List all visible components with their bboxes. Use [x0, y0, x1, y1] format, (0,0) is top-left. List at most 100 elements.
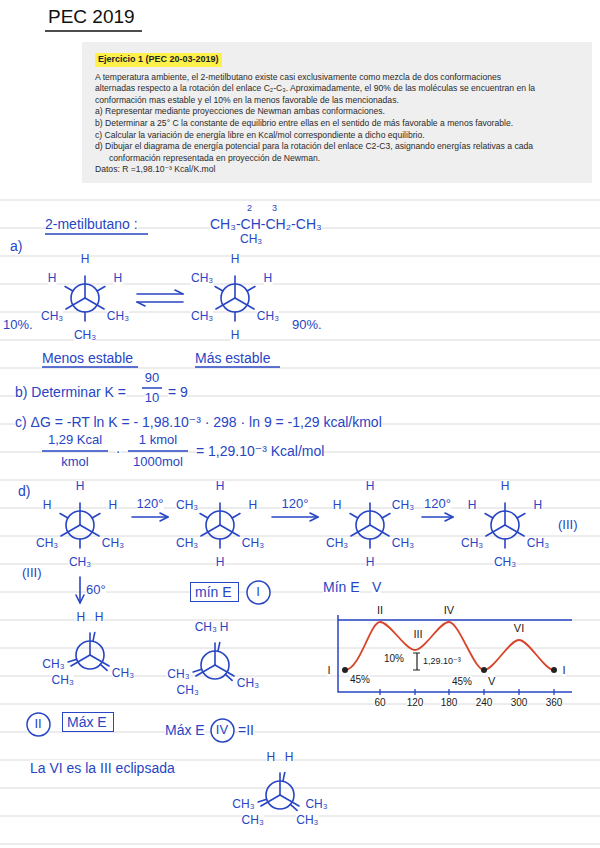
circle-shape: [211, 719, 234, 742]
energy-diagram: [338, 615, 572, 695]
label-anchor: H: [81, 253, 90, 267]
chart-ticks: [380, 689, 554, 695]
label-anchor: 10: [145, 391, 159, 406]
circle-shape: [247, 581, 270, 604]
newman-projection: HHCH₃CH₃CH₃: [40, 605, 140, 705]
exercise-text: d) Dibujar el diagrama de energía potenc…: [95, 141, 554, 164]
label-anchor: 240: [476, 697, 493, 709]
substituent-label: H: [249, 499, 258, 513]
label-anchor: H: [109, 499, 118, 513]
connector-stroke: [132, 516, 168, 518]
conformer-number: (III): [22, 566, 42, 581]
back-bond: [258, 799, 267, 802]
substituent-label: H: [266, 751, 275, 765]
item-letter: a): [10, 238, 22, 254]
boxed-text: mín E: [195, 584, 234, 600]
connector-stroke: [175, 290, 183, 294]
front-bond: [235, 298, 254, 309]
substituent-label: CH₃: [296, 814, 318, 828]
label-anchor: 60°: [86, 583, 106, 598]
back-bond: [517, 514, 525, 519]
back-bond: [225, 674, 232, 680]
label-anchor: 360: [546, 697, 563, 709]
back-bond: [84, 312, 86, 321]
front-bond: [84, 276, 86, 298]
label-anchor: CH₃: [240, 233, 262, 247]
back-bond: [350, 514, 358, 519]
label-anchor: CH₃: [305, 799, 327, 813]
axis-tick: 360: [546, 697, 563, 709]
front-bond: [79, 503, 81, 525]
handwritten-equation: = 1,29.10⁻³ Kcal/mol: [196, 443, 324, 459]
substituent-label: CH₃: [257, 310, 279, 324]
substituent-label: H: [285, 751, 294, 765]
substituent-label: CH₃: [107, 310, 129, 324]
newman-projection: HHHCH₃CH₃CH₃: [30, 475, 130, 575]
substituent-label: CH₃: [242, 814, 264, 828]
axis-tick: 240: [476, 697, 493, 709]
label-anchor: H: [266, 751, 275, 765]
back-bond: [218, 643, 220, 652]
handwritten-note: 2-metilbutano :: [45, 216, 138, 232]
substituent-label: CH₃: [74, 329, 96, 343]
substituent-label: CH₃: [242, 537, 264, 551]
front-bond: [201, 525, 220, 536]
substituent-label: CH₃: [69, 556, 91, 570]
label-anchor: I: [327, 664, 330, 677]
front-bond: [505, 525, 524, 536]
front-bond: [279, 773, 281, 795]
newman-projection: HHHCH₃CH₃CH₃: [35, 248, 135, 348]
substituent-label: H: [114, 272, 123, 286]
substituent-label: H: [231, 329, 240, 343]
back-bond: [100, 664, 107, 670]
substituent-label: CH₃: [102, 537, 124, 551]
connector-stroke: [76, 595, 84, 603]
label-anchor: H: [216, 480, 225, 494]
label-anchor: Más estable: [195, 350, 270, 366]
circle-shape: [27, 713, 50, 736]
back-bond: [215, 287, 223, 292]
label-anchor: CH₃: [176, 537, 198, 551]
label-anchor: 3: [272, 203, 277, 213]
label-anchor: =II: [238, 722, 254, 738]
label-anchor: H: [43, 499, 52, 513]
handwritten-note: Máx E: [165, 722, 205, 738]
label-anchor: H: [48, 272, 57, 286]
circled-numeral: I: [246, 580, 271, 605]
substituent-label: CH₃: [191, 272, 213, 286]
connector-stroke: [79, 577, 81, 603]
numeral-text: IV: [216, 723, 228, 738]
back-bond: [504, 539, 506, 548]
connector-stroke: [310, 513, 318, 521]
fraction-term: 1 kmol: [139, 433, 177, 448]
handwritten-note: =II: [238, 722, 254, 738]
substituent-label: CH₃: [527, 537, 549, 551]
chart-axes: [338, 615, 572, 692]
substituent-label: CH₃: [237, 677, 259, 691]
substituent-label: H: [216, 556, 225, 570]
label-anchor: CH₃: [296, 814, 318, 828]
substituent-label: CH₃: [42, 659, 64, 673]
handwritten-note: Menos estable: [42, 350, 133, 366]
fraction-term: 10: [145, 391, 159, 406]
label-anchor: Menos estable: [42, 350, 133, 366]
back-bond: [219, 539, 221, 548]
numeral-text: I: [256, 585, 260, 600]
rotation-angle: 60°: [86, 583, 106, 598]
arrow-connector: [272, 513, 318, 521]
axis-tick: 180: [441, 697, 458, 709]
arrow-connector: [132, 513, 168, 521]
front-bond: [504, 503, 506, 525]
substituent-label: H: [468, 499, 477, 513]
label-anchor: 120: [407, 697, 424, 709]
conformer-number: V: [372, 579, 381, 595]
label-anchor: Mín E: [323, 579, 360, 595]
label-anchor: CH₃: [107, 310, 129, 324]
substituent-label: CH₃: [326, 537, 348, 551]
label-anchor: H: [534, 499, 543, 513]
label-anchor: H: [231, 329, 240, 343]
front-bond: [486, 525, 505, 536]
label-anchor: CH₃: [191, 310, 213, 324]
substituent-label: CH₃: [177, 684, 199, 698]
percentage: 10%: [384, 653, 404, 665]
